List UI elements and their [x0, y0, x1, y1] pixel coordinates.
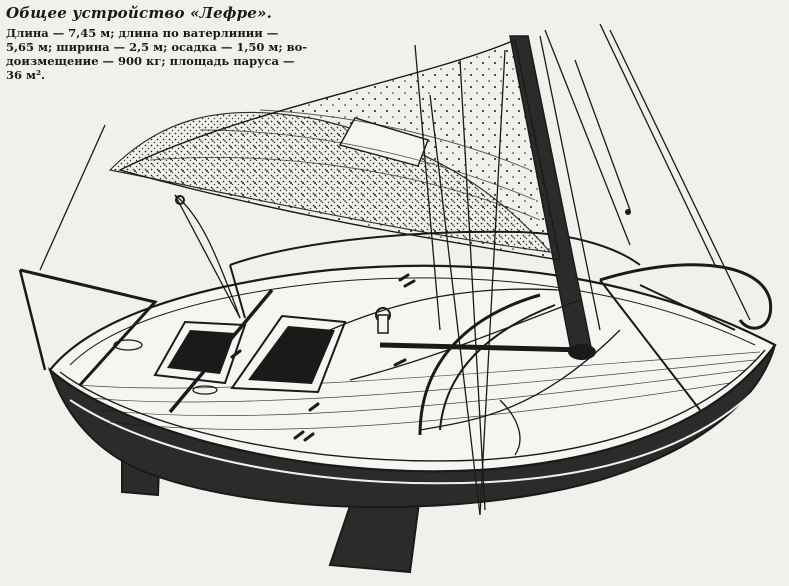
foresail — [108, 111, 552, 253]
toe-rail — [59, 349, 766, 462]
deck-fittings — [230, 273, 416, 442]
waterline-stripe — [69, 379, 766, 485]
rigging — [39, 23, 751, 516]
sail-seams — [149, 109, 541, 221]
boom — [379, 342, 586, 353]
sail-window — [338, 117, 429, 167]
aft-hatch-opening — [167, 330, 235, 374]
main-hatch-opening — [248, 326, 335, 384]
deck-detail — [113, 339, 521, 456]
deck-edge-inner — [69, 277, 756, 366]
tiller — [168, 288, 274, 414]
deck-planking — [79, 351, 761, 430]
figure-title: Общее устройство «Лефре». — [6, 4, 273, 22]
boat-specifications: Длина — 7,45 м; длина по ватерлинии — 5,… — [6, 26, 356, 82]
spec-line-2: 5,65 м; ширина — 2,5 м; осадка — 1,50 м;… — [6, 40, 308, 54]
stern-pulpit — [19, 268, 158, 387]
spec-line-4: 36 м². — [6, 68, 46, 82]
spec-line-1: Длина — 7,45 м; длина по ватерлинии — — [6, 26, 279, 40]
bow-pulpit — [599, 263, 773, 330]
spec-line-3: доизмещение — 900 кг; площадь паруса — — [6, 54, 295, 68]
deck — [48, 264, 777, 473]
